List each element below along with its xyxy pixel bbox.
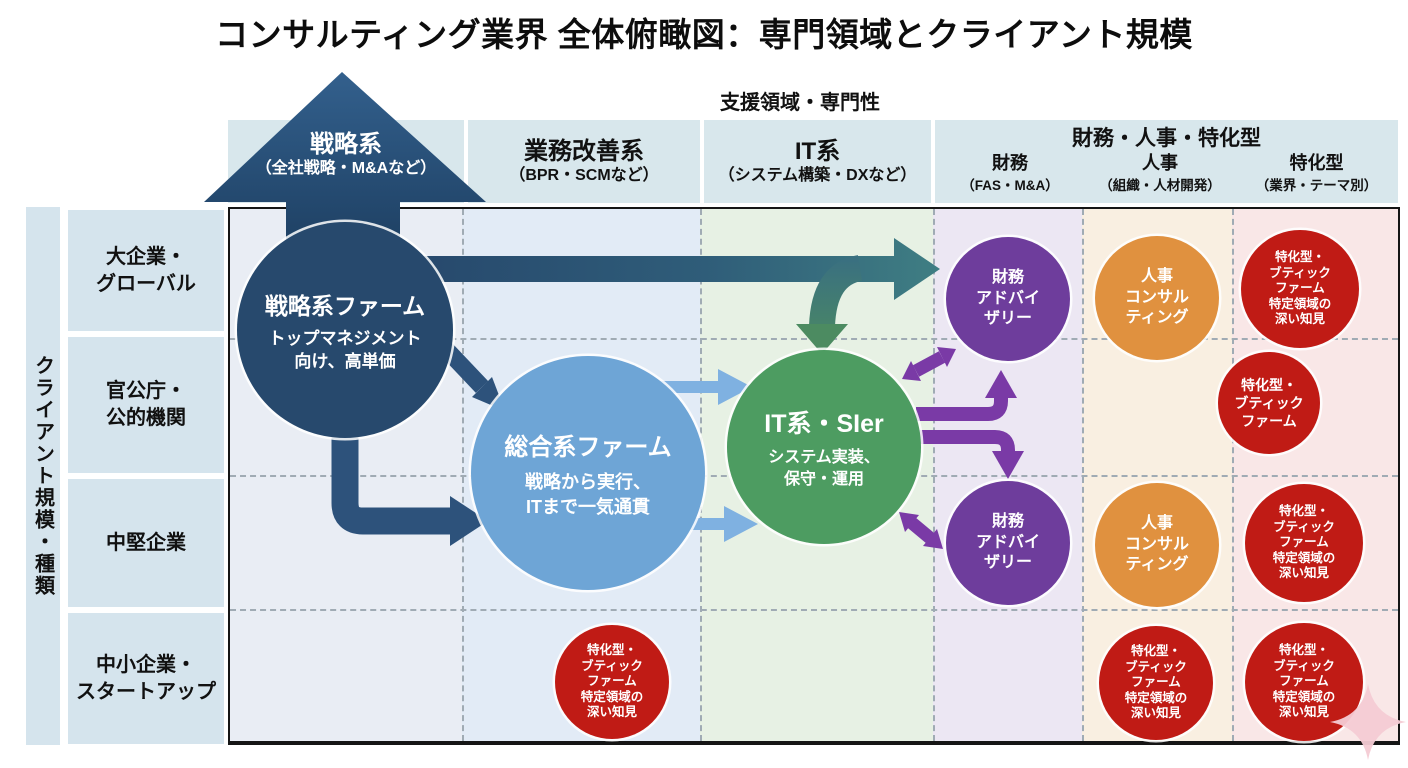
row-label-midsize: 中堅企業 [68, 479, 224, 607]
row-label-public-sector: 官公庁・ 公的機関 [68, 337, 224, 473]
header-box-finance-hr-boutique [935, 120, 1398, 203]
column-header-it: IT系 （システム構築・DXなど） [718, 138, 917, 184]
row-label-small-startup: 中小企業・ スタートアップ [68, 613, 224, 744]
header-box-it [704, 120, 931, 203]
node-strategy-firm: 戦略系ファーム トップマネジメント 向け、高単価 [237, 222, 453, 438]
node-hr-consulting-top: 人事 コンサル ティング [1095, 236, 1219, 360]
subcolumn-header-finance: 財務 （FAS・M&A） [961, 153, 1059, 193]
top-axis-label: 支援領域・専門性 [720, 92, 880, 114]
node-boutique-row1: 特化型・ ブティック ファーム 特定領域の 深い知見 [1241, 230, 1359, 348]
node-it-sier: IT系・SIer システム実装、 保守・運用 [727, 350, 921, 544]
row-label-large-enterprise: 大企業・ グローバル [68, 210, 224, 331]
node-financial-advisory-top: 財務 アドバイ ザリー [946, 237, 1070, 361]
subcolumn-header-boutique: 特化型 （業界・テーマ別） [1255, 153, 1378, 193]
column-header-operations: 業務改善系 （BPR・SCMなど） [509, 138, 659, 184]
node-boutique-row3: 特化型・ ブティック ファーム 特定領域の 深い知見 [1245, 484, 1363, 602]
column-header-finance-hr-boutique: 財務・人事・特化型 財務 （FAS・M&A） 人事 （組織・人材開発） 特化型 … [935, 122, 1398, 194]
grid-hline [230, 609, 1398, 611]
node-boutique-row4-hr: 特化型・ ブティック ファーム 特定領域の 深い知見 [1099, 626, 1213, 740]
column-header-strategy: 戦略系 （全社戦略・M&Aなど） [255, 131, 437, 177]
subcolumn-header-hr: 人事 （組織・人材開発） [1099, 153, 1221, 193]
node-general-firm: 総合系ファーム 戦略から実行、 ITまで一気通貫 [471, 356, 705, 590]
left-axis-label: クライアント規模・種類 [26, 207, 60, 745]
node-boutique-row2: 特化型・ ブティック ファーム [1218, 352, 1320, 454]
header-box-operations [468, 120, 700, 203]
node-hr-consulting-bottom: 人事 コンサル ティング [1095, 483, 1219, 607]
node-boutique-row4-operations: 特化型・ ブティック ファーム 特定領域の 深い知見 [555, 625, 669, 739]
node-financial-advisory-bottom: 財務 アドバイ ザリー [946, 481, 1070, 605]
node-boutique-row4-right: 特化型・ ブティック ファーム 特定領域の 深い知見 [1245, 623, 1363, 741]
page-title: コンサルティング業界 全体俯瞰図：専門領域とクライアント規模 [215, 16, 1193, 53]
